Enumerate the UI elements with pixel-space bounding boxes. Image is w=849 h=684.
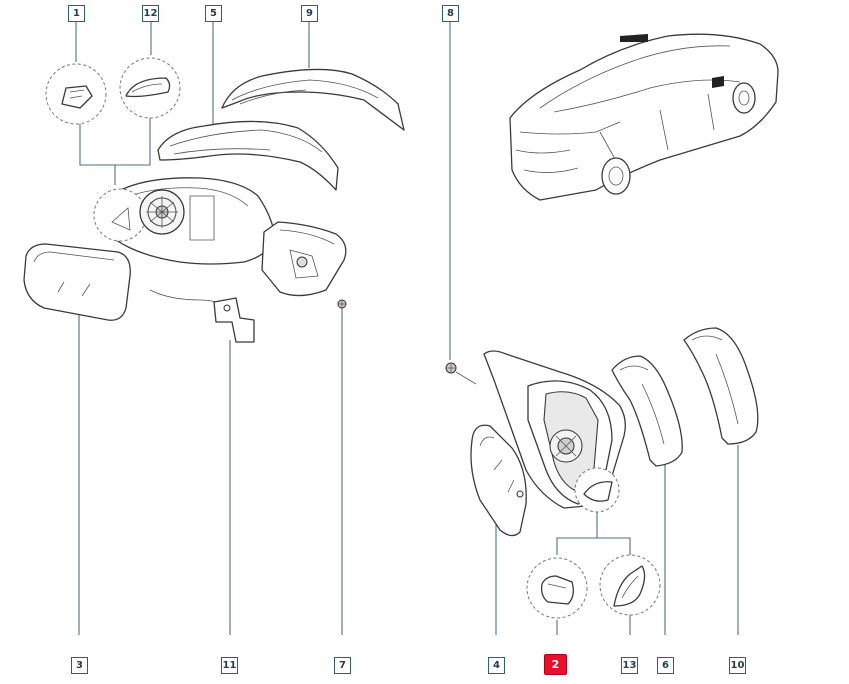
- part-6-mirror-cover[interactable]: [611, 355, 683, 467]
- callout-12[interactable]: 12: [142, 5, 159, 22]
- part-5-mirror-housing-cover[interactable]: [157, 120, 339, 191]
- part-9-mirror-cap-cover[interactable]: [221, 68, 405, 131]
- part-1-turn-signal-lens[interactable]: [45, 63, 107, 125]
- left-mirror-housing[interactable]: [93, 177, 277, 265]
- callout-1[interactable]: 1: [68, 5, 85, 22]
- part-7-mirror-base-and-screw[interactable]: [261, 221, 347, 309]
- part-11-wiring-harness[interactable]: [149, 289, 255, 343]
- callout-7[interactable]: 7: [334, 657, 351, 674]
- callout-4[interactable]: 4: [488, 657, 505, 674]
- callout-5[interactable]: 5: [205, 5, 222, 22]
- part-13-signal-lens[interactable]: [599, 554, 661, 616]
- vehicle-illustration: [509, 33, 779, 201]
- callout-3[interactable]: 3: [71, 657, 88, 674]
- callout-2-selected[interactable]: 2: [544, 654, 567, 675]
- callout-11[interactable]: 11: [221, 657, 238, 674]
- part-8-screw[interactable]: [445, 362, 477, 385]
- part-3-mirror-glass[interactable]: [23, 243, 131, 321]
- part-2-turn-signal-lamp[interactable]: [526, 557, 588, 619]
- part-10-mirror-cap[interactable]: [683, 327, 759, 445]
- leader-lines: [75, 22, 739, 635]
- callout-6[interactable]: 6: [657, 657, 674, 674]
- callout-13[interactable]: 13: [621, 657, 638, 674]
- right-mirror-housing[interactable]: [483, 350, 626, 513]
- callout-10[interactable]: 10: [729, 657, 746, 674]
- callout-9[interactable]: 9: [301, 5, 318, 22]
- part-4-mirror-glass[interactable]: [470, 424, 527, 537]
- callout-8[interactable]: 8: [442, 5, 459, 22]
- part-12-signal-lamp[interactable]: [119, 57, 181, 119]
